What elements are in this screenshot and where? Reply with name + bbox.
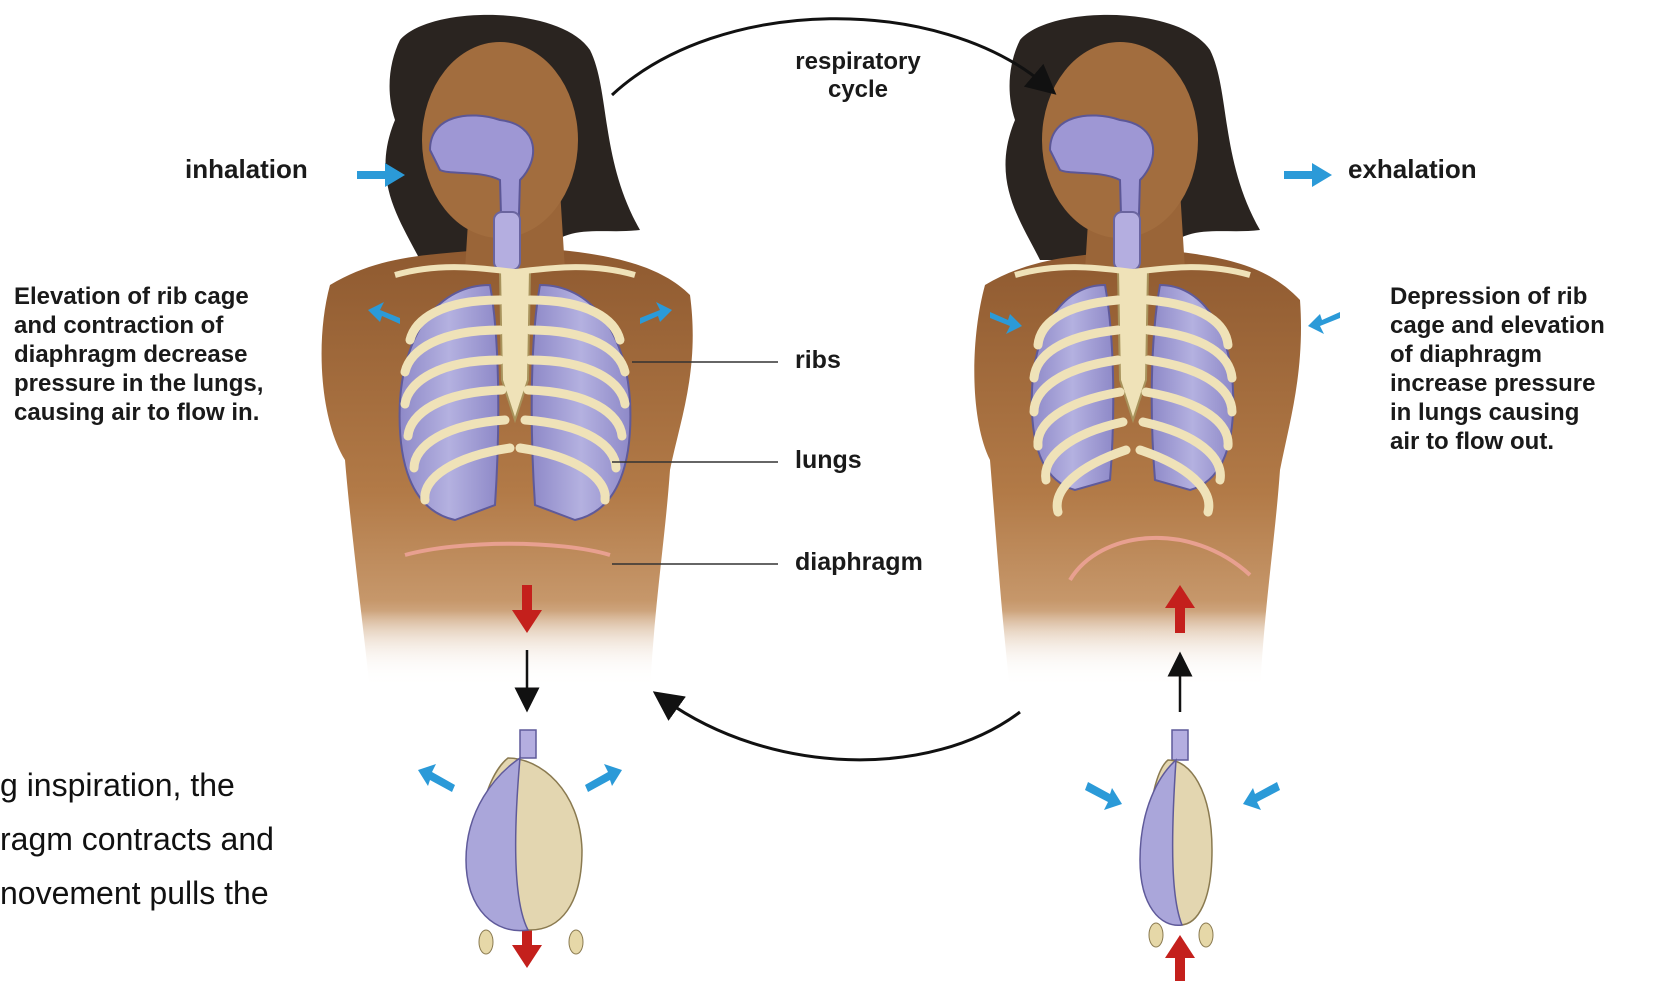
trachea-left [494,212,520,270]
exhalation-label: exhalation [1348,154,1477,185]
slide-caption: g inspiration, the ragm contracts and no… [0,758,274,920]
ribs-label: ribs [795,346,841,375]
chest-compress-right-icon [1308,312,1340,334]
trachea-right [1114,212,1140,270]
exhalation-arrow-icon [1284,163,1332,187]
inhalation-label: inhalation [185,154,308,185]
model-compress-right-icon [1243,782,1280,810]
lung-model-compressed [1140,730,1213,947]
diaphragm-label: diaphragm [795,548,923,577]
inhalation-description: Elevation of rib cage and contraction of… [14,282,263,427]
model-expand-left-icon [418,764,455,792]
model-compress-left-icon [1085,782,1122,810]
model-expand-right-icon [585,764,622,792]
lungs-label: lungs [795,446,862,475]
exhalation-figure [970,15,1330,710]
model-up-arrow-icon [1165,935,1195,981]
lung-model-expanded [466,730,583,954]
cycle-label: respiratory cycle [768,48,948,104]
exhalation-description: Depression of rib cage and elevation of … [1390,282,1605,456]
